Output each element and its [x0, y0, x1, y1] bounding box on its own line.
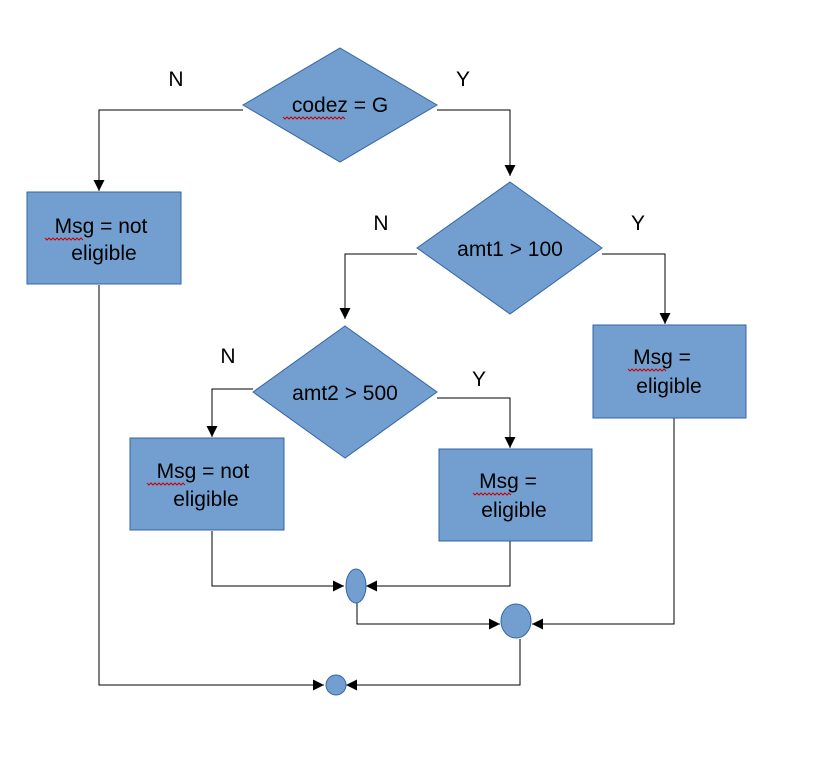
- edge-mid-merge-to-end: [346, 639, 521, 691]
- edge-amt2-yes: [437, 397, 516, 448]
- branch-label-amt2-yes: Y: [472, 368, 486, 391]
- branch-label-codez-no: N: [168, 68, 183, 91]
- edge-small-merge-to-mid-merge: [356, 603, 500, 630]
- decision-diamond: [242, 47, 438, 163]
- decision-diamond: [252, 325, 438, 459]
- process-label-line1: Msg = not: [157, 460, 250, 483]
- decision-codez: codez = G: [242, 47, 438, 163]
- process-msg-eligible-1: Msg = eligible: [592, 324, 747, 419]
- process-label-line1: Msg = not: [55, 215, 148, 238]
- spellcheck-underline: [472, 492, 512, 496]
- process-label-line1: Msg =: [479, 470, 537, 493]
- process-msg-not-eligible-2: Msg = not eligible: [129, 437, 285, 531]
- spellcheck-underline: [282, 116, 346, 120]
- decision-label: codez = G: [292, 94, 388, 117]
- edge-not-eligible-2-to-merge: [211, 531, 344, 592]
- process-box: [438, 448, 593, 542]
- merge-connector-end: [325, 674, 347, 696]
- decision-label: amt1 > 100: [457, 238, 563, 261]
- spellcheck-underline: [44, 237, 84, 241]
- merge-connector-mid: [500, 603, 532, 639]
- merge-connector-small: [345, 568, 367, 604]
- edge-eligible-1-to-mid-merge: [532, 418, 675, 630]
- process-label-line2: eligible: [481, 499, 546, 522]
- process-msg-not-eligible-1: Msg = not eligible: [26, 191, 182, 285]
- process-label-line2: eligible: [71, 242, 136, 265]
- branch-label-amt1-no: N: [373, 212, 388, 235]
- process-label-line2: eligible: [173, 488, 238, 511]
- decision-label: amt2 > 500: [292, 382, 398, 405]
- edges: [93, 109, 675, 691]
- edge-codez-no: [93, 109, 243, 191]
- spellcheck-underline: [627, 368, 667, 372]
- process-box: [592, 324, 747, 419]
- edge-not-eligible-1-to-end: [98, 285, 324, 691]
- decision-amt1: amt1 > 100: [416, 181, 603, 315]
- edge-amt1-yes: [602, 253, 671, 324]
- branch-label-codez-yes: Y: [456, 68, 470, 91]
- process-label-line1: Msg =: [633, 346, 691, 369]
- process-label-line2: eligible: [636, 375, 701, 398]
- edge-amt2-no: [206, 388, 253, 437]
- decision-diamond: [416, 181, 603, 315]
- edge-eligible-2-to-merge: [366, 541, 511, 592]
- edge-amt1-no: [339, 253, 417, 319]
- process-msg-eligible-2: Msg = eligible: [438, 448, 593, 542]
- process-box: [129, 437, 285, 531]
- edge-codez-yes: [437, 109, 516, 176]
- process-box: [26, 191, 182, 285]
- decision-amt2: amt2 > 500: [252, 325, 438, 459]
- spellcheck-underline: [146, 482, 186, 486]
- branch-label-amt1-yes: Y: [631, 212, 645, 235]
- branch-label-amt2-no: N: [220, 345, 235, 368]
